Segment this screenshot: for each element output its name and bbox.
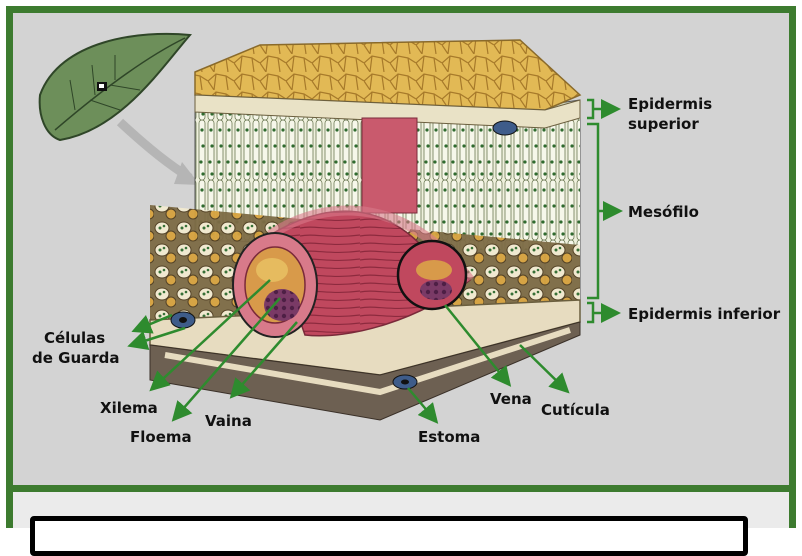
label-epidermis-inferior: Epidermis inferior <box>628 305 781 323</box>
label-celulas-1: Células <box>44 329 105 347</box>
label-celulas-2: de Guarda <box>32 349 120 367</box>
label-vena: Vena <box>490 390 532 408</box>
arrow-cuticula <box>520 345 566 390</box>
label-vaina: Vaina <box>205 412 252 430</box>
vein-detail-circle <box>398 241 466 309</box>
vein-cross-section <box>233 233 317 337</box>
label-mesofilo: Mesófilo <box>628 203 699 221</box>
diagram-frame: Epidermis superior Mesófilo Epidermis in… <box>0 0 802 528</box>
leaf-icon <box>40 34 190 140</box>
stoma-left <box>171 312 195 328</box>
leaf-cross-section-diagram: Epidermis superior Mesófilo Epidermis in… <box>0 0 802 528</box>
label-estoma: Estoma <box>418 428 480 446</box>
label-xilema: Xilema <box>100 399 158 417</box>
label-floema: Floema <box>130 428 192 446</box>
label-epidermis-superior-2: superior <box>628 115 699 133</box>
bracket-lower <box>587 303 616 322</box>
vein-column <box>362 118 417 213</box>
stoma-bottom <box>393 375 417 389</box>
stoma-top <box>493 121 517 135</box>
bracket-upper <box>587 100 616 118</box>
label-epidermis-superior-1: Epidermis <box>628 95 712 113</box>
label-cuticula: Cutícula <box>541 401 610 419</box>
bracket-mesophyll <box>587 124 618 298</box>
